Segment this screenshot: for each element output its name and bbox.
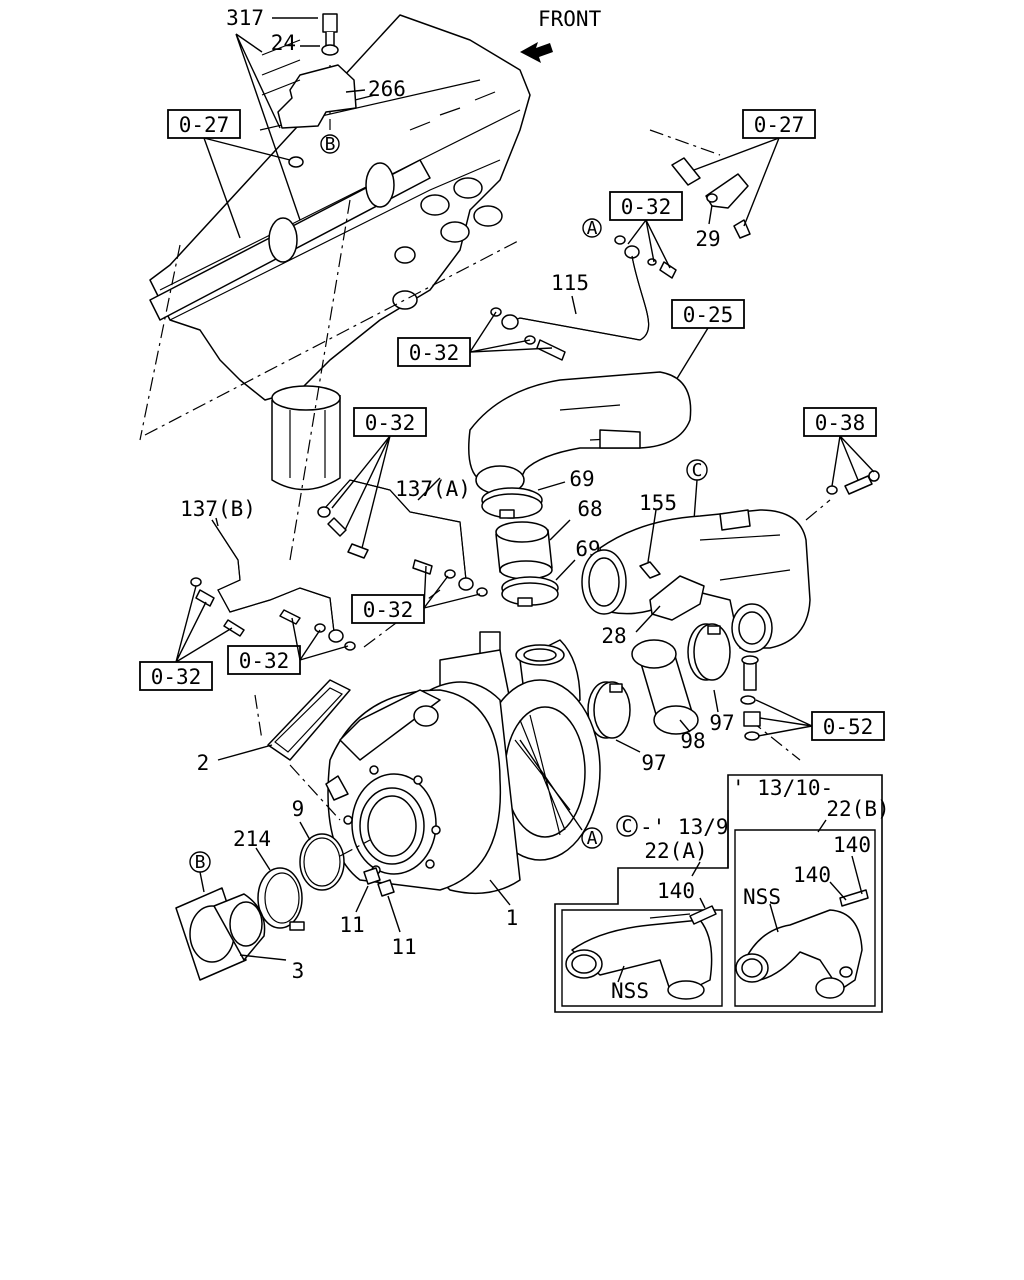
- inset-marker-c: [616, 815, 638, 837]
- bolt-0-52: [740, 655, 761, 741]
- marker-b-top-label: B: [325, 134, 336, 155]
- part-11-a-label: 11: [339, 913, 364, 937]
- ref-0-32-far-left: [139, 661, 213, 691]
- part-317-label: 317: [226, 6, 264, 30]
- marker-a-turbo: [581, 827, 603, 849]
- part-137b-label: 137(B): [180, 497, 256, 521]
- front-label: FRONT: [538, 7, 602, 31]
- ref-0-32-mid-label: 0-32: [409, 341, 460, 365]
- part-115-label: 115: [551, 271, 589, 295]
- intake-pipe-22a: [565, 905, 717, 1000]
- engine-block: [149, 14, 531, 491]
- banjo-bolt-mid: [490, 307, 566, 361]
- hose-98: [631, 639, 699, 735]
- inset-period-old: -' 13/9: [640, 815, 729, 839]
- gasket-2: [267, 679, 351, 761]
- part-3-label: 3: [292, 959, 305, 983]
- marker-c-top-label: C: [692, 460, 703, 481]
- part-137a-label: 137(A): [395, 477, 471, 501]
- inset-marker-c-label: C: [622, 816, 633, 837]
- marker-b-top: [320, 134, 340, 154]
- ref-0-52: [811, 711, 885, 741]
- oil-pipe-137b: [190, 519, 356, 651]
- part-2-label: 2: [197, 751, 210, 775]
- ref-0-27-right: [742, 109, 816, 139]
- part-155-label: 155: [639, 491, 677, 515]
- part-266-label: 266: [368, 77, 406, 101]
- front-arrow-icon: [520, 42, 553, 63]
- ref-0-27-right-label: 0-27: [754, 113, 805, 137]
- part-29-label: 29: [695, 227, 720, 251]
- ref-0-32-far-left-label: 0-32: [151, 665, 202, 689]
- part-11-b-label: 11: [391, 935, 416, 959]
- exhaust-flange-3: [175, 887, 266, 981]
- ref-0-32-lower-label: 0-32: [363, 598, 414, 622]
- ref-0-25: [671, 299, 745, 329]
- intake-pipe-22b: [735, 889, 869, 999]
- ref-0-25-label: 0-25: [683, 303, 734, 327]
- ref-0-27-left: [167, 109, 241, 139]
- inset-period-new: ' 13/10-: [732, 776, 833, 800]
- ref-0-32-center: [353, 407, 427, 437]
- ref-0-32-lower: [351, 594, 425, 624]
- hose-clamp-97-right: [687, 623, 731, 681]
- inset-b-140-upper-label: 140: [833, 833, 871, 857]
- hose-clamp-69-lower: [501, 576, 559, 607]
- part-28-label: 28: [601, 624, 626, 648]
- nut-11: [363, 867, 395, 897]
- part-97-left-label: 97: [641, 751, 666, 775]
- ref-0-32-center-label: 0-32: [365, 411, 416, 435]
- hose-clamp-97-left: [587, 681, 631, 739]
- turbocharger-1: [325, 631, 601, 895]
- marker-b-flange-label: B: [195, 852, 206, 873]
- bracket-266: [261, 13, 357, 129]
- sleeve-and-clamp-29: [671, 157, 751, 239]
- part-68-label: 68: [577, 497, 602, 521]
- ref-0-32-top-label: 0-32: [621, 195, 672, 219]
- ref-0-32-top: [609, 191, 683, 221]
- ref-0-38: [803, 407, 877, 437]
- part-97-right-label: 97: [709, 711, 734, 735]
- part-1-label: 1: [506, 906, 519, 930]
- intake-pipe-assembly: [581, 509, 811, 653]
- sensor-fittings-0-38: [826, 470, 880, 495]
- inset-code-22b: 22(B): [826, 797, 889, 821]
- inset-a-140-label: 140: [657, 879, 695, 903]
- inset-code-22a: 22(A): [644, 839, 707, 863]
- air-intake-duct: [468, 371, 692, 495]
- part-69-top-label: 69: [569, 467, 594, 491]
- ref-0-52-label: 0-52: [823, 715, 874, 739]
- ref-0-32-lower-left: [227, 645, 301, 675]
- o-ring-9: [299, 833, 345, 891]
- marker-a-turbo-label: A: [587, 828, 598, 849]
- inset-a-nss-label: NSS: [611, 979, 649, 1003]
- inset-b-nss-label: NSS: [743, 885, 781, 909]
- hose-clamp-69-upper: [481, 487, 543, 519]
- part-214-label: 214: [233, 827, 271, 851]
- part-24-label: 24: [271, 31, 296, 55]
- marker-a-top: [582, 218, 602, 238]
- inset-b-140-lower-label: 140: [793, 863, 831, 887]
- bolt-155: [639, 561, 661, 579]
- ref-0-32-lower-left-label: 0-32: [239, 649, 290, 673]
- variant-inset: [554, 774, 883, 1013]
- marker-a-top-label: A: [587, 218, 598, 239]
- part-9-label: 9: [292, 797, 305, 821]
- banjo-fitting-upper: [614, 235, 677, 279]
- ref-0-27-left-label: 0-27: [179, 113, 230, 137]
- rubber-hose-68: [495, 521, 553, 580]
- ref-0-32-mid: [397, 337, 471, 367]
- clamp-214: [257, 867, 305, 931]
- part-98-label: 98: [680, 729, 705, 753]
- ref-0-38-label: 0-38: [815, 411, 866, 435]
- oil-pipe-115: [501, 255, 650, 341]
